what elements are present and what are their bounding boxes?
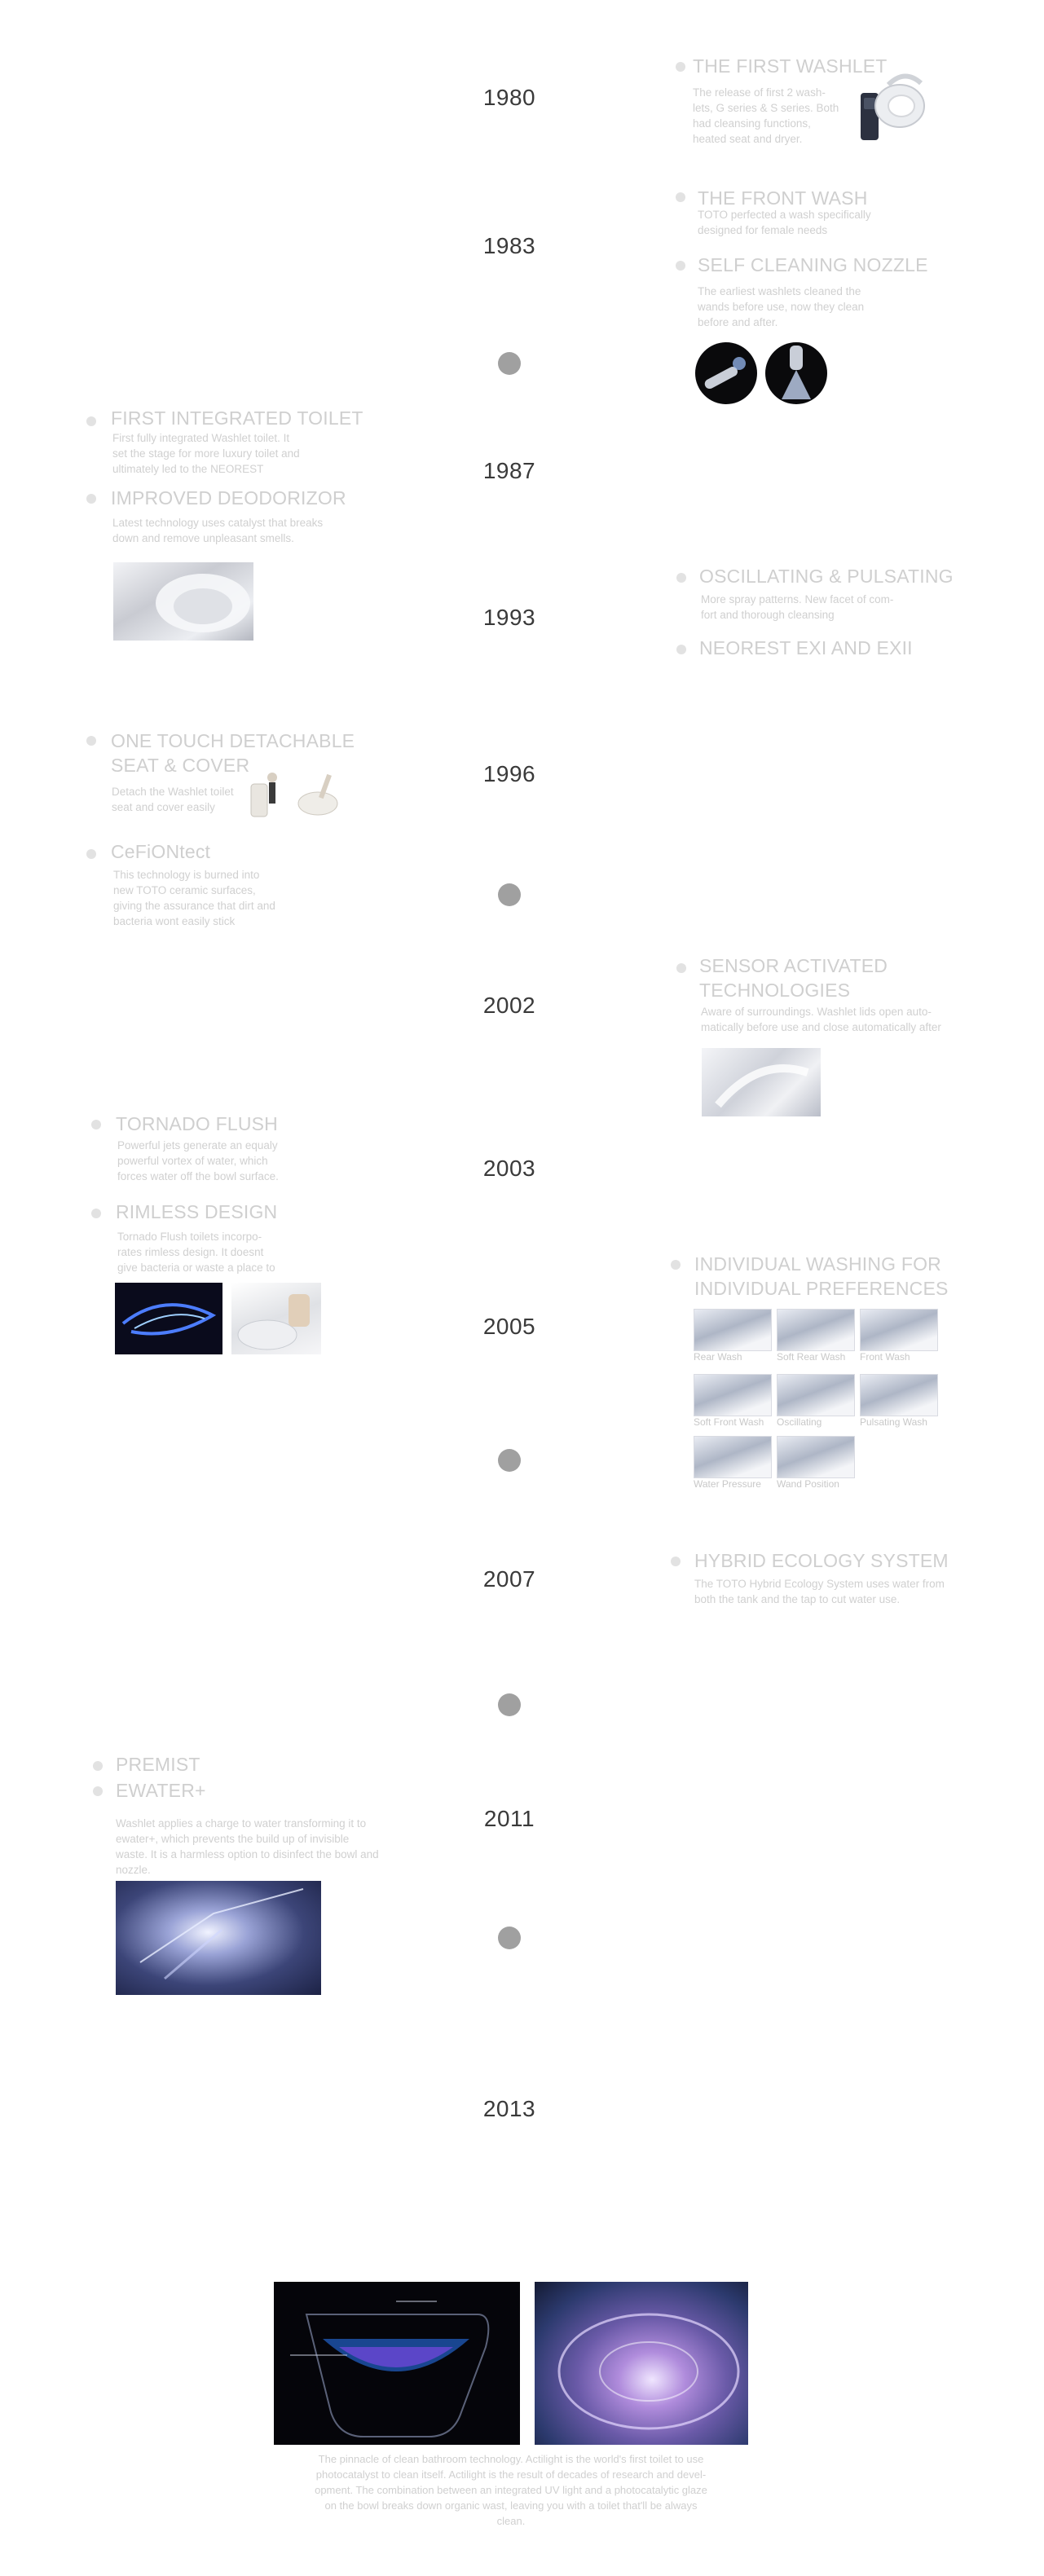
- wash-mode-thumb: [860, 1309, 938, 1351]
- detachable-seat-image-1: [248, 769, 284, 820]
- bullet-icon: [676, 192, 685, 202]
- wash-mode-thumb: [860, 1374, 938, 1416]
- sensor-image: [702, 1048, 821, 1116]
- nozzle-spray-image: [765, 342, 827, 404]
- entry-title-premist: PREMIST: [116, 1754, 200, 1775]
- entry-title-neorest: NEOREST EXI AND EXII: [699, 637, 913, 658]
- bullet-icon: [676, 963, 686, 973]
- year-1983: 1983: [482, 233, 536, 258]
- entry-desc-oscillating-pulsating: More spray patterns. New facet of com-fo…: [701, 593, 894, 621]
- timeline-node: [498, 352, 521, 375]
- year-1993: 1993: [482, 605, 536, 630]
- wash-mode-caption: Soft Rear Wash: [777, 1351, 846, 1363]
- entry-title-rimless-design: RIMLESS DESIGN: [116, 1201, 278, 1222]
- bullet-icon: [676, 261, 685, 271]
- actilight-diagram-image: [274, 2282, 520, 2445]
- entry-desc-first-washlet: The release of first 2 wash-lets, G seri…: [693, 86, 839, 145]
- ewater-image: [116, 1881, 321, 1995]
- wash-mode-thumb: [694, 1436, 772, 1478]
- entry-title-improved-deodorizor: IMPROVED DEODORIZOR: [111, 487, 346, 509]
- timeline-node: [498, 1693, 521, 1716]
- wash-mode-thumb: [694, 1374, 772, 1416]
- bullet-icon: [671, 1260, 681, 1270]
- wash-mode-caption: Soft Front Wash: [694, 1416, 764, 1428]
- timeline-node: [498, 1926, 521, 1949]
- entry-title-first-integrated-toilet: FIRST INTEGRATED TOILET: [111, 407, 363, 429]
- wash-mode-caption: Front Wash: [860, 1351, 910, 1363]
- bullet-icon: [671, 1557, 681, 1566]
- year-2003: 2003: [482, 1156, 536, 1181]
- entry-desc-actilight: The pinnacle of clean bathroom technolog…: [315, 2453, 707, 2527]
- bullet-icon: [86, 494, 96, 504]
- year-2013: 2013: [482, 2096, 536, 2121]
- wash-mode-thumb: [777, 1436, 855, 1478]
- year-1980: 1980: [482, 85, 536, 110]
- year-1987: 1987: [482, 458, 536, 483]
- entry-title-self-cleaning-nozzle: SELF CLEANING NOZZLE: [698, 254, 928, 275]
- entry-title-oscillating-pulsating: OSCILLATING & PULSATING: [699, 566, 954, 587]
- entry-desc-first-integrated-toilet: First fully integrated Washlet toilet. I…: [112, 432, 300, 475]
- entry-title-hybrid-ecology: HYBRID ECOLOGY SYSTEM: [694, 1550, 949, 1571]
- tornado-flush-image: [115, 1283, 222, 1354]
- timeline-node: [498, 883, 521, 906]
- entry-title-front-wash: THE FRONT WASH: [698, 187, 868, 209]
- bullet-icon: [93, 1761, 103, 1771]
- bullet-icon: [676, 573, 686, 583]
- bullet-icon: [86, 416, 96, 426]
- year-2002: 2002: [482, 993, 536, 1018]
- year-2007: 2007: [482, 1566, 536, 1592]
- wash-mode-caption: Rear Wash: [694, 1351, 742, 1363]
- wash-mode-caption: Wand Position: [777, 1478, 839, 1490]
- rimless-design-image: [231, 1283, 321, 1354]
- washlet-product-image: [856, 64, 929, 145]
- bullet-icon: [91, 1120, 101, 1129]
- year-1996: 1996: [482, 761, 536, 786]
- wash-mode-thumb: [777, 1374, 855, 1416]
- entry-desc-hybrid-ecology: The TOTO Hybrid Ecology System uses wate…: [694, 1578, 945, 1605]
- wash-mode-thumb: [777, 1309, 855, 1351]
- entry-title-cefiontect: CeFiONtect: [111, 841, 211, 862]
- entry-title-first-washlet: THE FIRST WASHLET: [693, 55, 888, 77]
- bullet-icon: [86, 736, 96, 746]
- bullet-icon: [676, 645, 686, 654]
- entry-title-tornado-flush: TORNADO FLUSH: [116, 1113, 278, 1134]
- bullet-icon: [93, 1786, 103, 1796]
- wash-mode-thumb: [694, 1309, 772, 1351]
- entry-desc-improved-deodorizor: Latest technology uses catalyst that bre…: [112, 517, 324, 544]
- nozzle-image: [695, 342, 757, 404]
- year-2011: 2011: [483, 1806, 535, 1831]
- wash-mode-caption: Pulsating Wash: [860, 1416, 927, 1428]
- entry-title-ewater: EWATER+: [116, 1780, 206, 1801]
- bullet-icon: [91, 1209, 101, 1218]
- entry-desc-ewater: Washlet applies a charge to water transf…: [116, 1817, 379, 1876]
- bullet-icon: [676, 62, 685, 72]
- timeline-node: [498, 1449, 521, 1472]
- entry-desc-sensor-activated: Aware of surroundings. Washlet lids open…: [701, 1006, 941, 1033]
- bullet-icon: [86, 849, 96, 859]
- year-2005: 2005: [482, 1314, 536, 1339]
- deodorizor-image: [113, 562, 253, 641]
- actilight-bowl-image: [535, 2282, 748, 2445]
- wash-mode-caption: Water Pressure: [694, 1478, 761, 1490]
- wash-mode-caption: Oscillating: [777, 1416, 822, 1428]
- entry-desc-rimless-design: Tornado Flush toilets incorpo-rates riml…: [117, 1231, 275, 1274]
- detachable-seat-image-2: [293, 771, 342, 820]
